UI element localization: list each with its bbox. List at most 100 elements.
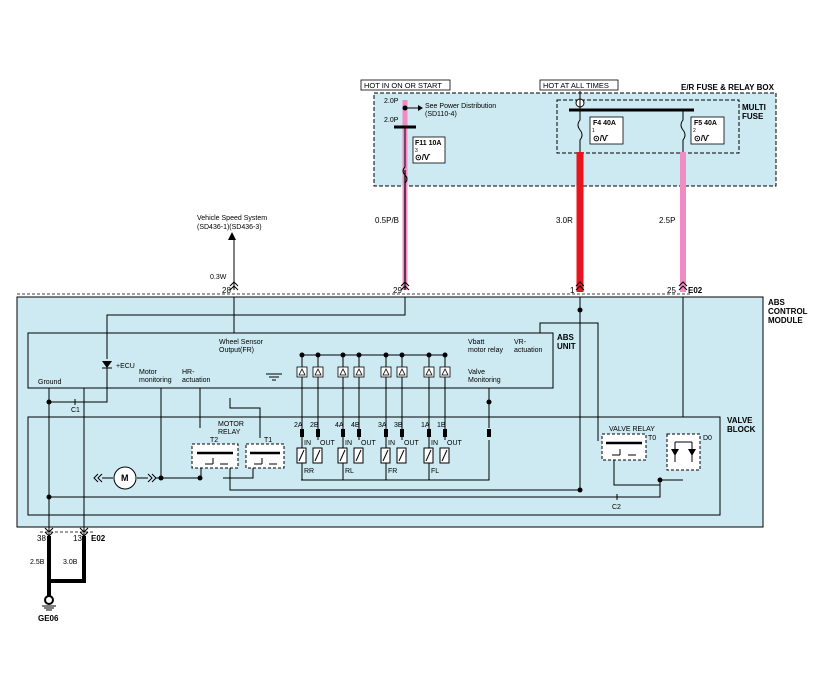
wire-label-05pb: 0.5P/B: [375, 216, 399, 225]
fuse-f11-symbol: [402, 127, 408, 193]
motor-mon-label: monitoring: [139, 377, 172, 384]
wheel-label-fl: FL: [431, 468, 439, 475]
fuse-f11-label: F11 10A: [415, 140, 441, 147]
valve-io-label: OUT: [361, 440, 377, 447]
valve-mon-marker: [487, 429, 491, 437]
pin-chevron: [575, 281, 585, 291]
fuse-f5-label: F5 40A: [694, 120, 717, 127]
c1-label: C1: [71, 407, 80, 414]
d0-box: [666, 433, 701, 471]
ground-icon: [266, 373, 282, 381]
motor-right-chevron: [147, 473, 157, 483]
pin-29: 29: [393, 286, 402, 295]
valve-mon-label: Monitoring: [468, 377, 501, 384]
pin-chevron: [229, 281, 239, 291]
ground-label: Ground: [38, 379, 61, 386]
abs-unit-label: ABS: [557, 333, 575, 342]
valve-io-label: IN: [345, 440, 352, 447]
valve-io-label: IN: [388, 440, 395, 447]
motor-relay-label: MOTOR: [218, 421, 244, 428]
hot-always-box: [539, 79, 619, 91]
t0-label: T0: [648, 435, 656, 442]
fuse-f11-icon: ⊙/Ѵ: [415, 153, 431, 162]
abs-unit-label: UNIT: [557, 342, 576, 351]
valve-pin-label: 4B: [351, 422, 360, 429]
relay-t2: [191, 443, 239, 469]
vbatt-label: Vbatt: [468, 339, 484, 346]
valve-pin-marker: [341, 429, 345, 437]
valve-pin-marker: [400, 429, 404, 437]
valve-pin-marker: [300, 429, 304, 437]
motor-label: M: [121, 473, 129, 483]
t1-label: T1: [264, 437, 272, 444]
conn-e02-top: E02: [688, 286, 703, 295]
vr-act-label: VR-: [514, 339, 527, 346]
d0-label: D0: [703, 435, 712, 442]
vss-arrowhead: [228, 232, 236, 240]
valve-mon-label: Valve: [468, 369, 485, 376]
wheel-label-rr: RR: [304, 468, 314, 475]
fuse-f5-icon: ⊙/Ѵ: [694, 134, 710, 143]
see-power-arrowhead: [418, 105, 423, 111]
multi-fuse-label: FUSE: [742, 112, 764, 121]
ground-symbol-icon: [42, 605, 56, 611]
hr-act-label: actuation: [182, 377, 211, 384]
pin-38: 38: [37, 534, 46, 543]
fuse-f4-symbol: [577, 110, 583, 152]
valve-pin-label: 1A: [421, 422, 430, 429]
valve-pin-marker: [427, 429, 431, 437]
vss-label: Vehicle Speed System: [197, 215, 267, 222]
relay-box-title: E/R FUSE & RELAY BOX: [681, 83, 775, 92]
fuse-f11-num: 3: [415, 148, 418, 154]
hot-on-box: [360, 79, 451, 91]
wheel-label-fr: FR: [388, 468, 397, 475]
valve-solenoid-slashes: [298, 449, 448, 462]
hot-on-label: HOT IN ON OR START: [364, 81, 442, 90]
multi-fuse-label: MULTI: [742, 103, 766, 112]
wire-label-30r: 3.0R: [556, 216, 573, 225]
vr-act-label: actuation: [514, 347, 543, 354]
fuse-f4-num: 1: [592, 128, 595, 134]
ground-point-icon: [44, 595, 54, 605]
abs-module-label: ABS: [768, 298, 786, 307]
wire-label-03w: 0.3W: [210, 274, 227, 281]
wire-label-25p: 2.5P: [659, 216, 675, 225]
valve-relay-label: VALVE RELAY: [609, 426, 655, 433]
ecu-diode-icon: [102, 361, 112, 368]
valve-block-label: VALVE: [727, 416, 753, 425]
fuse-f5-symbol: [680, 110, 686, 152]
valve-pin-marker: [316, 429, 320, 437]
wire-30b: [49, 536, 86, 583]
wheel-label-rl: RL: [345, 468, 354, 475]
valve-block-box: [27, 416, 721, 516]
internal-wiring: [48, 297, 684, 540]
see-power-label: (SD110-4): [425, 111, 457, 118]
ecu-label: +ECU: [116, 363, 135, 370]
abs-module-label: CONTROL: [768, 307, 808, 316]
relay-t1-switch: [254, 458, 277, 465]
junction-dots: [46, 307, 663, 500]
pin-28: 28: [222, 286, 231, 295]
motor-relay-label: RELAY: [218, 429, 241, 436]
valve-relay-switch: [612, 449, 636, 456]
fuse-f5-num: 2: [693, 128, 696, 134]
valve-io-label: OUT: [320, 440, 336, 447]
motor-mon-label: Motor: [139, 369, 158, 376]
motor-icon: [113, 466, 137, 490]
valve-driver-icons: [296, 366, 451, 378]
see-power-label: See Power Distribution: [425, 103, 496, 110]
wire-label-2p0-b: 2.0P: [384, 117, 399, 124]
valve-io-label: OUT: [404, 440, 420, 447]
abs-unit-box: [27, 332, 554, 389]
c2-label: C2: [612, 504, 621, 511]
pin-chevron: [678, 281, 688, 291]
hr-act-label: HR-: [182, 369, 195, 376]
fuse-f4-label: F4 40A: [593, 120, 616, 127]
wire-label-25b: 2.5B: [30, 559, 45, 566]
conn-e02-bottom: E02: [91, 534, 106, 543]
ground-label-ge06: GE06: [38, 614, 59, 623]
wheel-sensor-label: Wheel Sensor: [219, 339, 264, 346]
vss-label: (SD436-1)(SD436-3): [197, 224, 262, 231]
pin-chevron: [400, 281, 410, 291]
